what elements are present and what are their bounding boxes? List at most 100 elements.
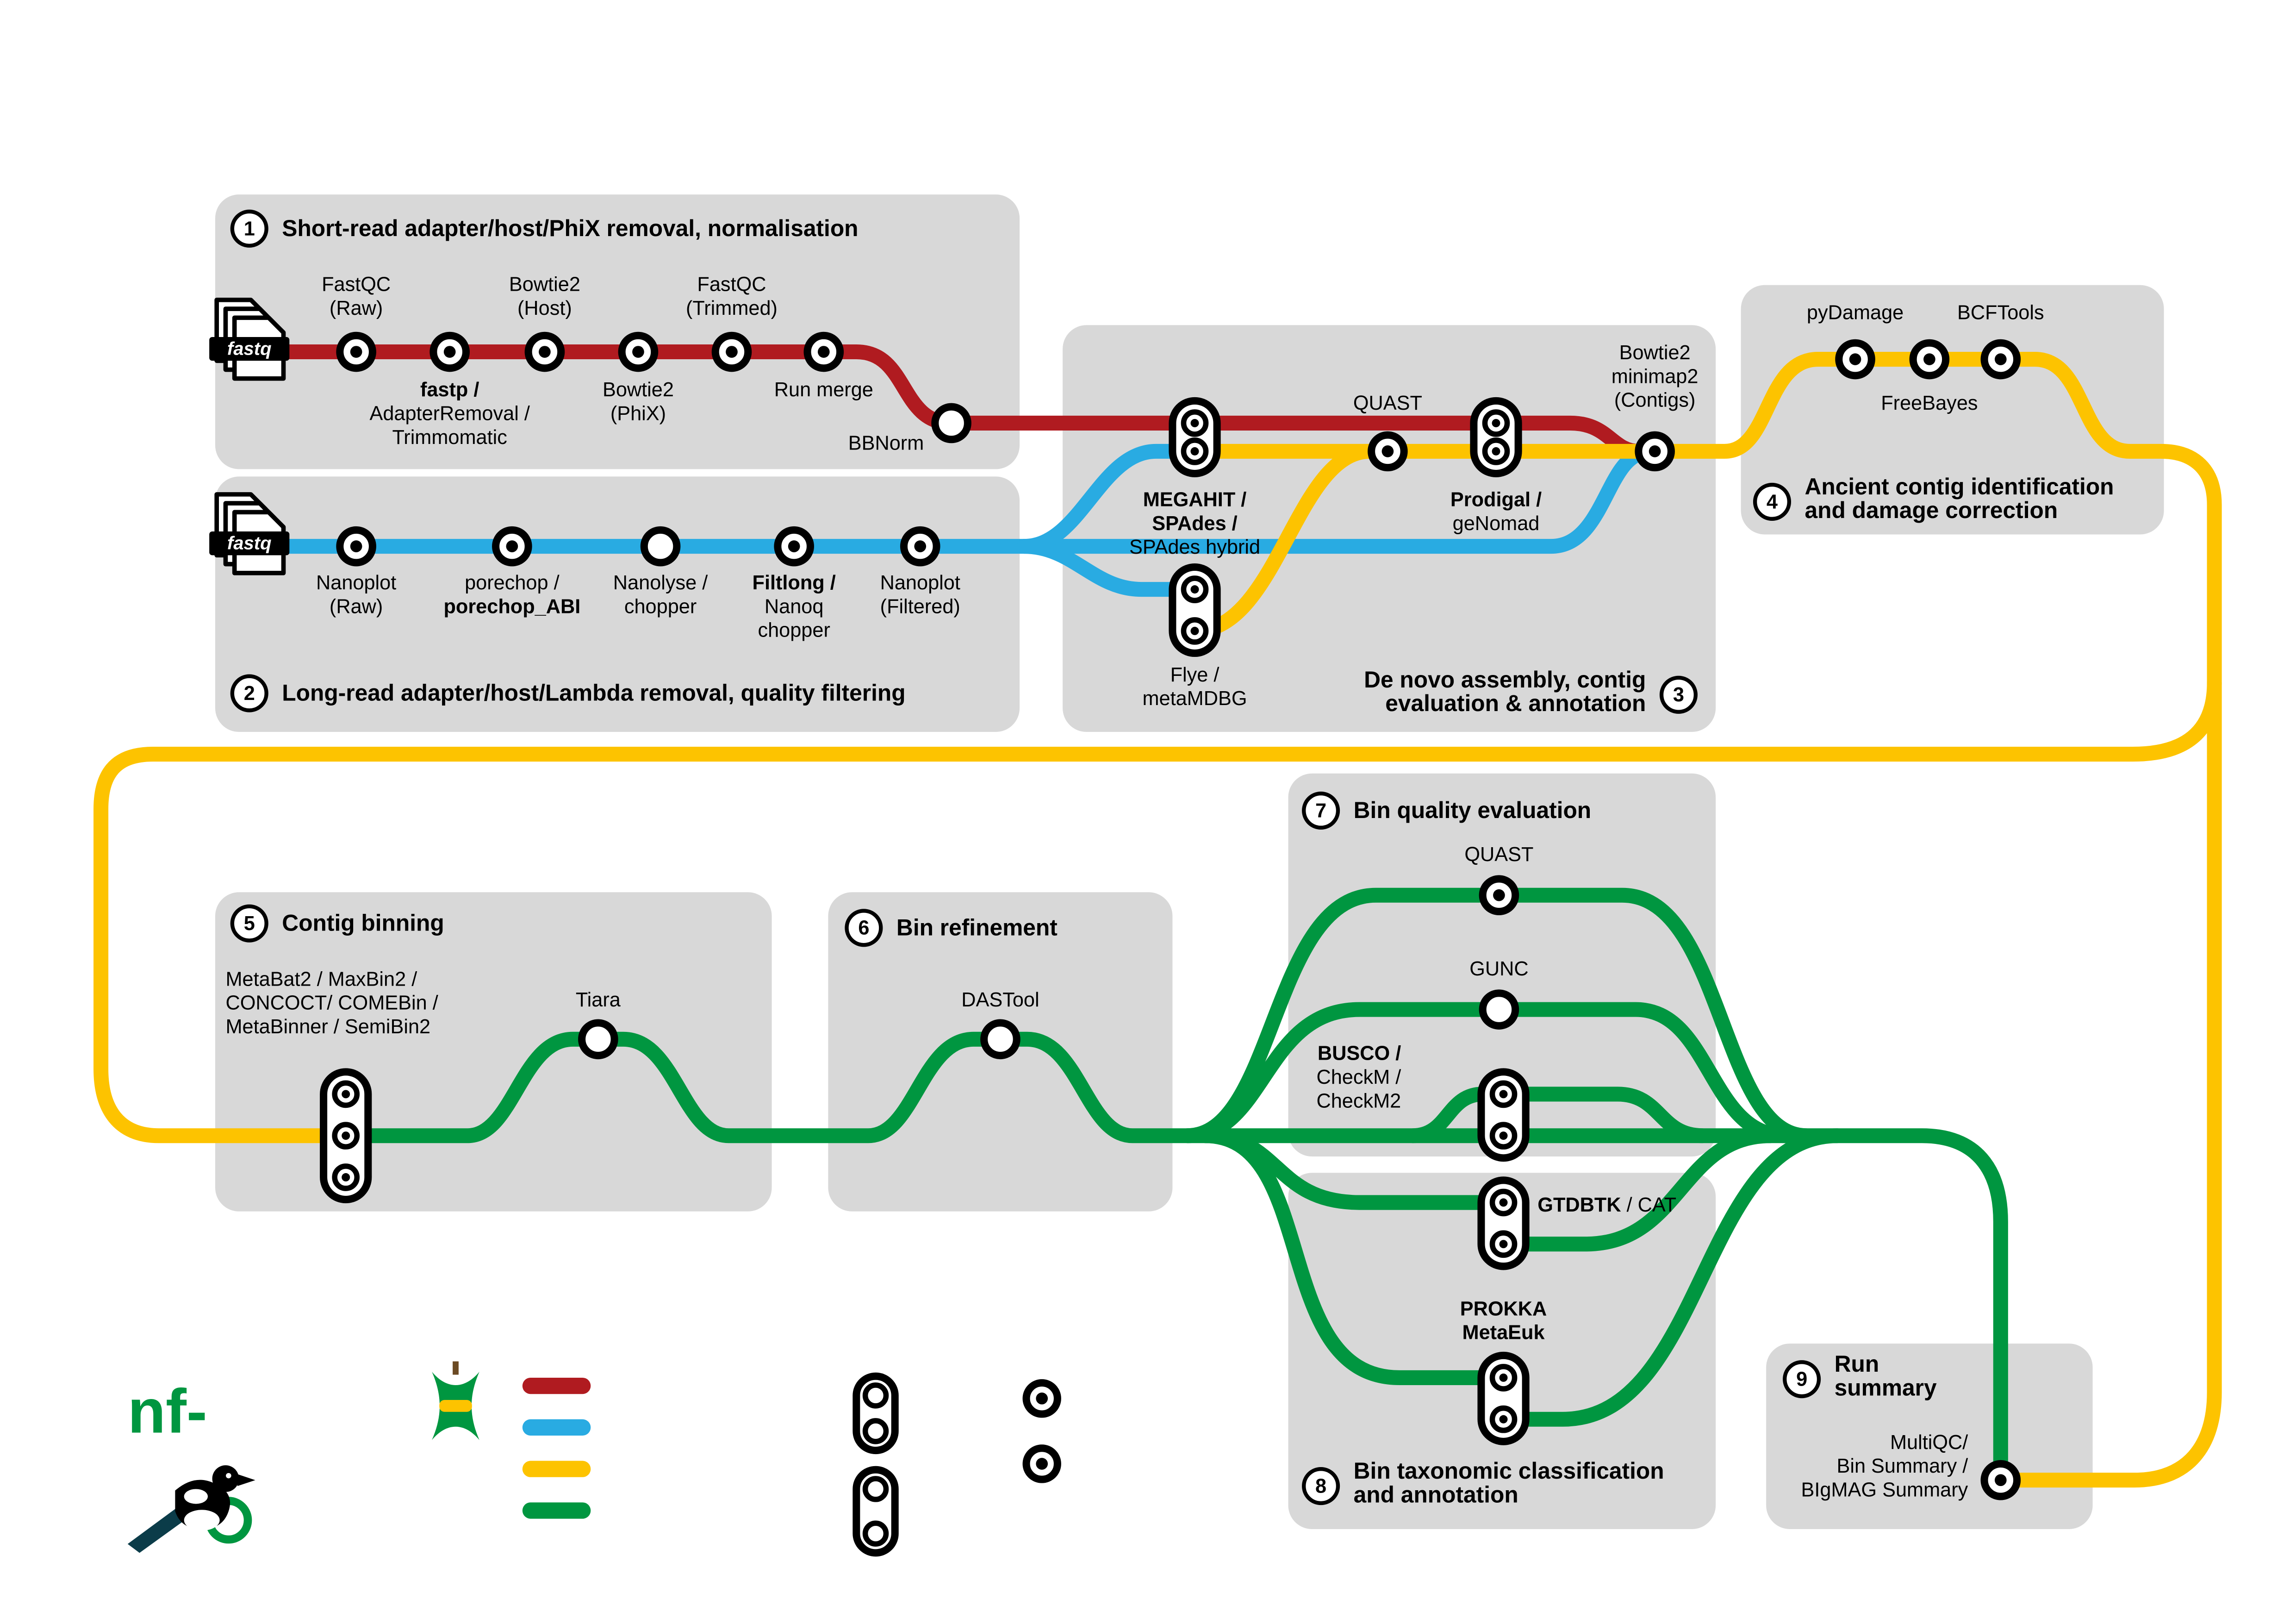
station-run-summary — [1985, 1464, 2017, 1497]
stage3-number: 3 — [1673, 684, 1684, 706]
contig-line-binning-loop — [93, 675, 2222, 1143]
long-read-flye-branch — [1016, 539, 1202, 597]
station-nanoplot-raw — [340, 530, 373, 563]
label-spades-hybrid: SPAdes hybrid — [1129, 536, 1260, 558]
label-spades: SPAdes / — [1152, 512, 1237, 535]
bin-line-prokka-branch — [1197, 1128, 1845, 1427]
stage4-title: Ancient contig identification — [1805, 474, 2114, 500]
label-cat: / CAT — [1621, 1194, 1676, 1216]
label-porechop-abi: porechop_ABI — [443, 595, 580, 618]
station-prodigal-genomad — [1474, 401, 1518, 474]
label-binners-1: MetaBat2 / MaxBin2 / — [225, 968, 417, 990]
station-bowtie2-minimap2-contigs — [1638, 435, 1671, 468]
stage6-title: Bin refinement — [896, 914, 1058, 940]
label-adapterremoval: AdapterRemoval / — [369, 403, 530, 425]
label-binners-3: MetaBinner / SemiBin2 — [225, 1016, 430, 1038]
label-bcftools: BCFTools — [1957, 301, 2044, 324]
short-read-fastq-icon: fastq — [209, 297, 290, 381]
stage1-number-badge — [230, 209, 268, 248]
station-filtlong — [778, 530, 810, 563]
label-checkm2: CheckM2 — [1316, 1090, 1401, 1112]
label-fastqc-trimmed: FastQC — [697, 274, 766, 296]
label-metamdbg: metaMDBG — [1142, 687, 1247, 710]
stage3-title: De novo assembly, contig — [1364, 667, 1646, 693]
label-chopper: chopper — [758, 619, 830, 642]
label-pydamage: pyDamage — [1807, 301, 1904, 324]
station-prokka-metaeuk — [1481, 1355, 1525, 1442]
station-megahit-spades — [1172, 401, 1217, 474]
legend-station-glyphs — [852, 1372, 1061, 1557]
station-quast-assembly — [1371, 435, 1404, 468]
label-gunc: GUNC — [1469, 958, 1528, 980]
legend-pill-circle — [862, 1418, 889, 1444]
stage8-number-badge — [1302, 1467, 1340, 1505]
stage1-box — [215, 194, 1020, 469]
nf-core-brand-text: nf- — [128, 1376, 207, 1446]
stage9-title: Run — [1835, 1351, 1879, 1377]
label-fastqc-raw-2: (Raw) — [330, 297, 383, 319]
label-gtdbtk-cat: GTDBTK / CAT — [1537, 1194, 1676, 1216]
label-prodigal: Prodigal / — [1450, 489, 1542, 511]
logo-legend: nf- — [127, 1361, 1061, 1557]
label-genomad: geNomad — [1453, 512, 1540, 535]
legend-pill-circle — [862, 1520, 889, 1547]
label-quast-assembly: QUAST — [1353, 392, 1422, 414]
stage9-number: 9 — [1796, 1368, 1807, 1391]
contig-line-flye-join — [1187, 443, 1395, 638]
station-bbnorm — [935, 407, 968, 440]
label-run-merge: Run merge — [774, 379, 873, 401]
label-busco: BUSCO / — [1318, 1043, 1401, 1065]
stage7-box — [1288, 773, 1716, 1157]
stage2-number: 2 — [244, 682, 255, 705]
stage9-number-badge — [1783, 1360, 1821, 1399]
station-flye-metamdbg — [1172, 567, 1217, 653]
stage-boxes — [215, 194, 2164, 1530]
long-read-hybrid-branch — [1016, 443, 1202, 554]
station-gunc — [1483, 993, 1516, 1026]
label-bowtie2-phix-2: (PhiX) — [610, 403, 666, 425]
label-porechop: porechop / — [465, 572, 560, 594]
label-binners-2: CONCOCT/ COMEBin / — [225, 992, 438, 1014]
station-run-merge — [808, 336, 840, 369]
stage3-title-2: evaluation & annotation — [1385, 690, 1646, 716]
stage3-number-badge — [1659, 675, 1698, 714]
label-bowtie2-contigs-2: minimap2 — [1612, 365, 1699, 387]
stage9-title-2: summary — [1835, 1374, 1937, 1400]
station-dastool — [984, 1023, 1017, 1056]
label-prokka: PROKKA — [1460, 1298, 1547, 1320]
stage2-number-badge — [230, 674, 268, 712]
label-nanolyse: Nanolyse / — [613, 572, 708, 594]
label-bigmag-summary: BIgMAG Summary — [1801, 1479, 1968, 1501]
label-bowtie2-host: Bowtie2 — [509, 274, 580, 296]
label-flye: Flye / — [1170, 664, 1220, 686]
station-nanolyse — [644, 530, 677, 563]
station-bcftools — [1985, 343, 2017, 376]
station-fastqc-trimmed — [716, 336, 748, 369]
label-nanoplot-filtered: Nanoplot — [880, 572, 960, 594]
station-nanoplot-filtered — [904, 530, 937, 563]
label-multiqc: MultiQC/ — [1890, 1431, 1968, 1454]
label-nanolyse-2: chopper — [624, 595, 697, 618]
label-megahit: MEGAHIT / — [1143, 489, 1247, 511]
label-freebayes: FreeBayes — [1881, 392, 1978, 414]
stage7-title: Bin quality evaluation — [1354, 797, 1592, 823]
label-checkm: CheckM / — [1316, 1066, 1401, 1088]
bin-line-busco-branch — [1405, 1087, 1710, 1143]
label-trimmomatic: Trimmomatic — [392, 426, 507, 449]
label-nanoplot-raw-2: (Raw) — [330, 595, 383, 618]
contig-line-main — [1187, 352, 2222, 1488]
magpie-icon — [127, 1465, 255, 1553]
stage4-title-2: and damage correction — [1805, 497, 2058, 523]
label-metaeuk: MetaEuk — [1462, 1322, 1545, 1344]
apple-core-icon — [432, 1361, 479, 1440]
stage6-number-badge — [845, 909, 883, 947]
station-bowtie2-host — [529, 336, 561, 369]
legend-long-read-line — [522, 1419, 591, 1436]
stage7-number-badge — [1302, 791, 1340, 830]
legend-line-colors — [522, 1377, 591, 1519]
station-pydamage — [1839, 343, 1872, 376]
stage8-number: 8 — [1315, 1475, 1326, 1497]
label-gtdbtk: GTDBTK — [1537, 1194, 1621, 1216]
stage5-box — [215, 892, 772, 1212]
